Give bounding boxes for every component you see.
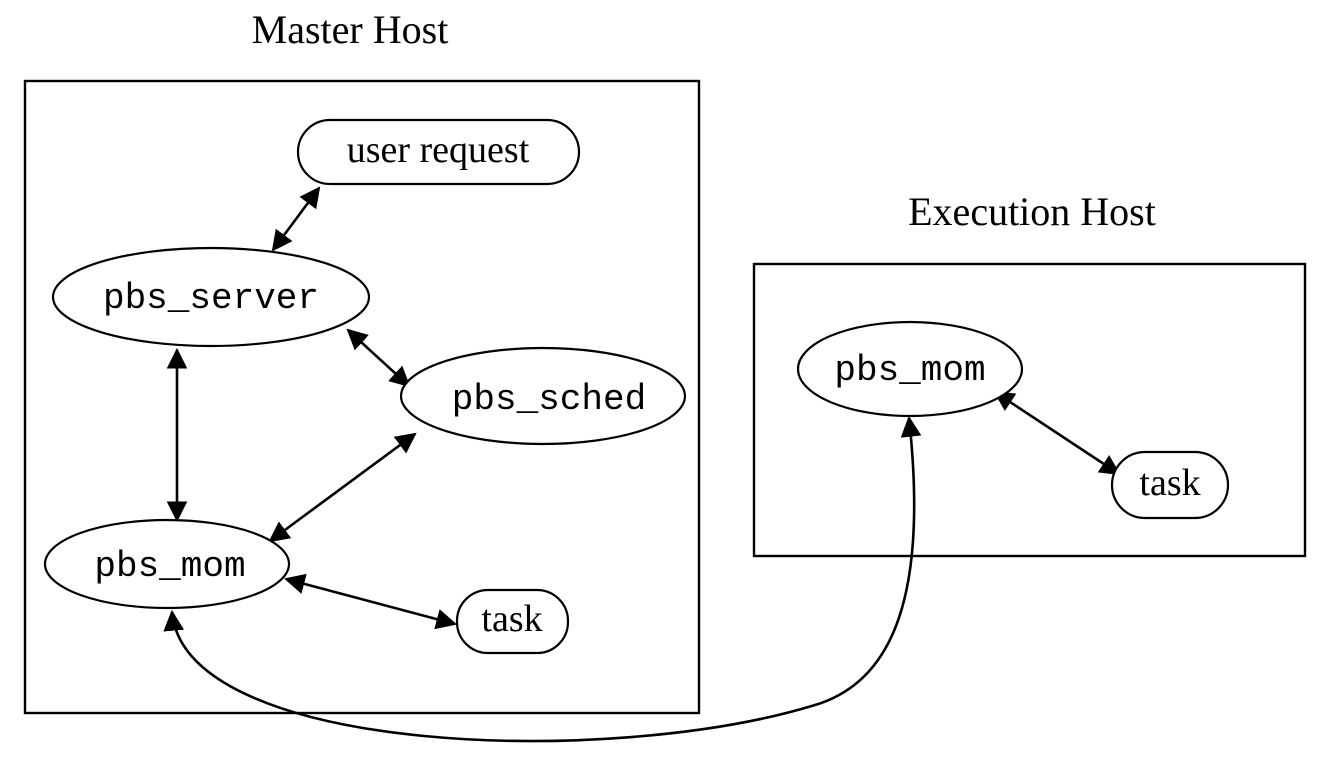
master-host-title: Master Host [252, 7, 449, 52]
execution-host-box [752, 262, 1307, 558]
edge-user-request-pbs-server [271, 186, 321, 252]
user-request-node [296, 118, 581, 186]
pbs-server-node [51, 246, 371, 348]
pbs-sched-label: pbs_sched [452, 379, 646, 420]
edge-master-pbs-mom-execution-pbs-mom [163, 415, 922, 743]
pbs-sched-node [399, 346, 687, 446]
edge-execution-pbs-mom-execution-task [993, 390, 1121, 476]
master-task-node [455, 588, 570, 655]
execution-task-node [1110, 450, 1230, 520]
execution-pbs-mom-label: pbs_mom [834, 350, 985, 391]
pbs-server-label: pbs_server [103, 278, 319, 319]
master-pbs-mom-label: pbs_mom [94, 546, 245, 587]
master-pbs-mom-node [43, 518, 291, 610]
edge-pbs-server-pbs-sched [346, 328, 411, 388]
execution-pbs-mom-node [796, 320, 1024, 418]
execution-task-label: task [1139, 462, 1200, 504]
master-host-box [23, 79, 701, 715]
user-request-label: user request [347, 129, 530, 171]
master-task-label: task [481, 598, 542, 640]
edge-master-pbs-mom-master-task [283, 573, 458, 630]
edge-pbs-sched-master-pbs-mom [268, 432, 417, 543]
execution-host-title: Execution Host [908, 189, 1156, 234]
